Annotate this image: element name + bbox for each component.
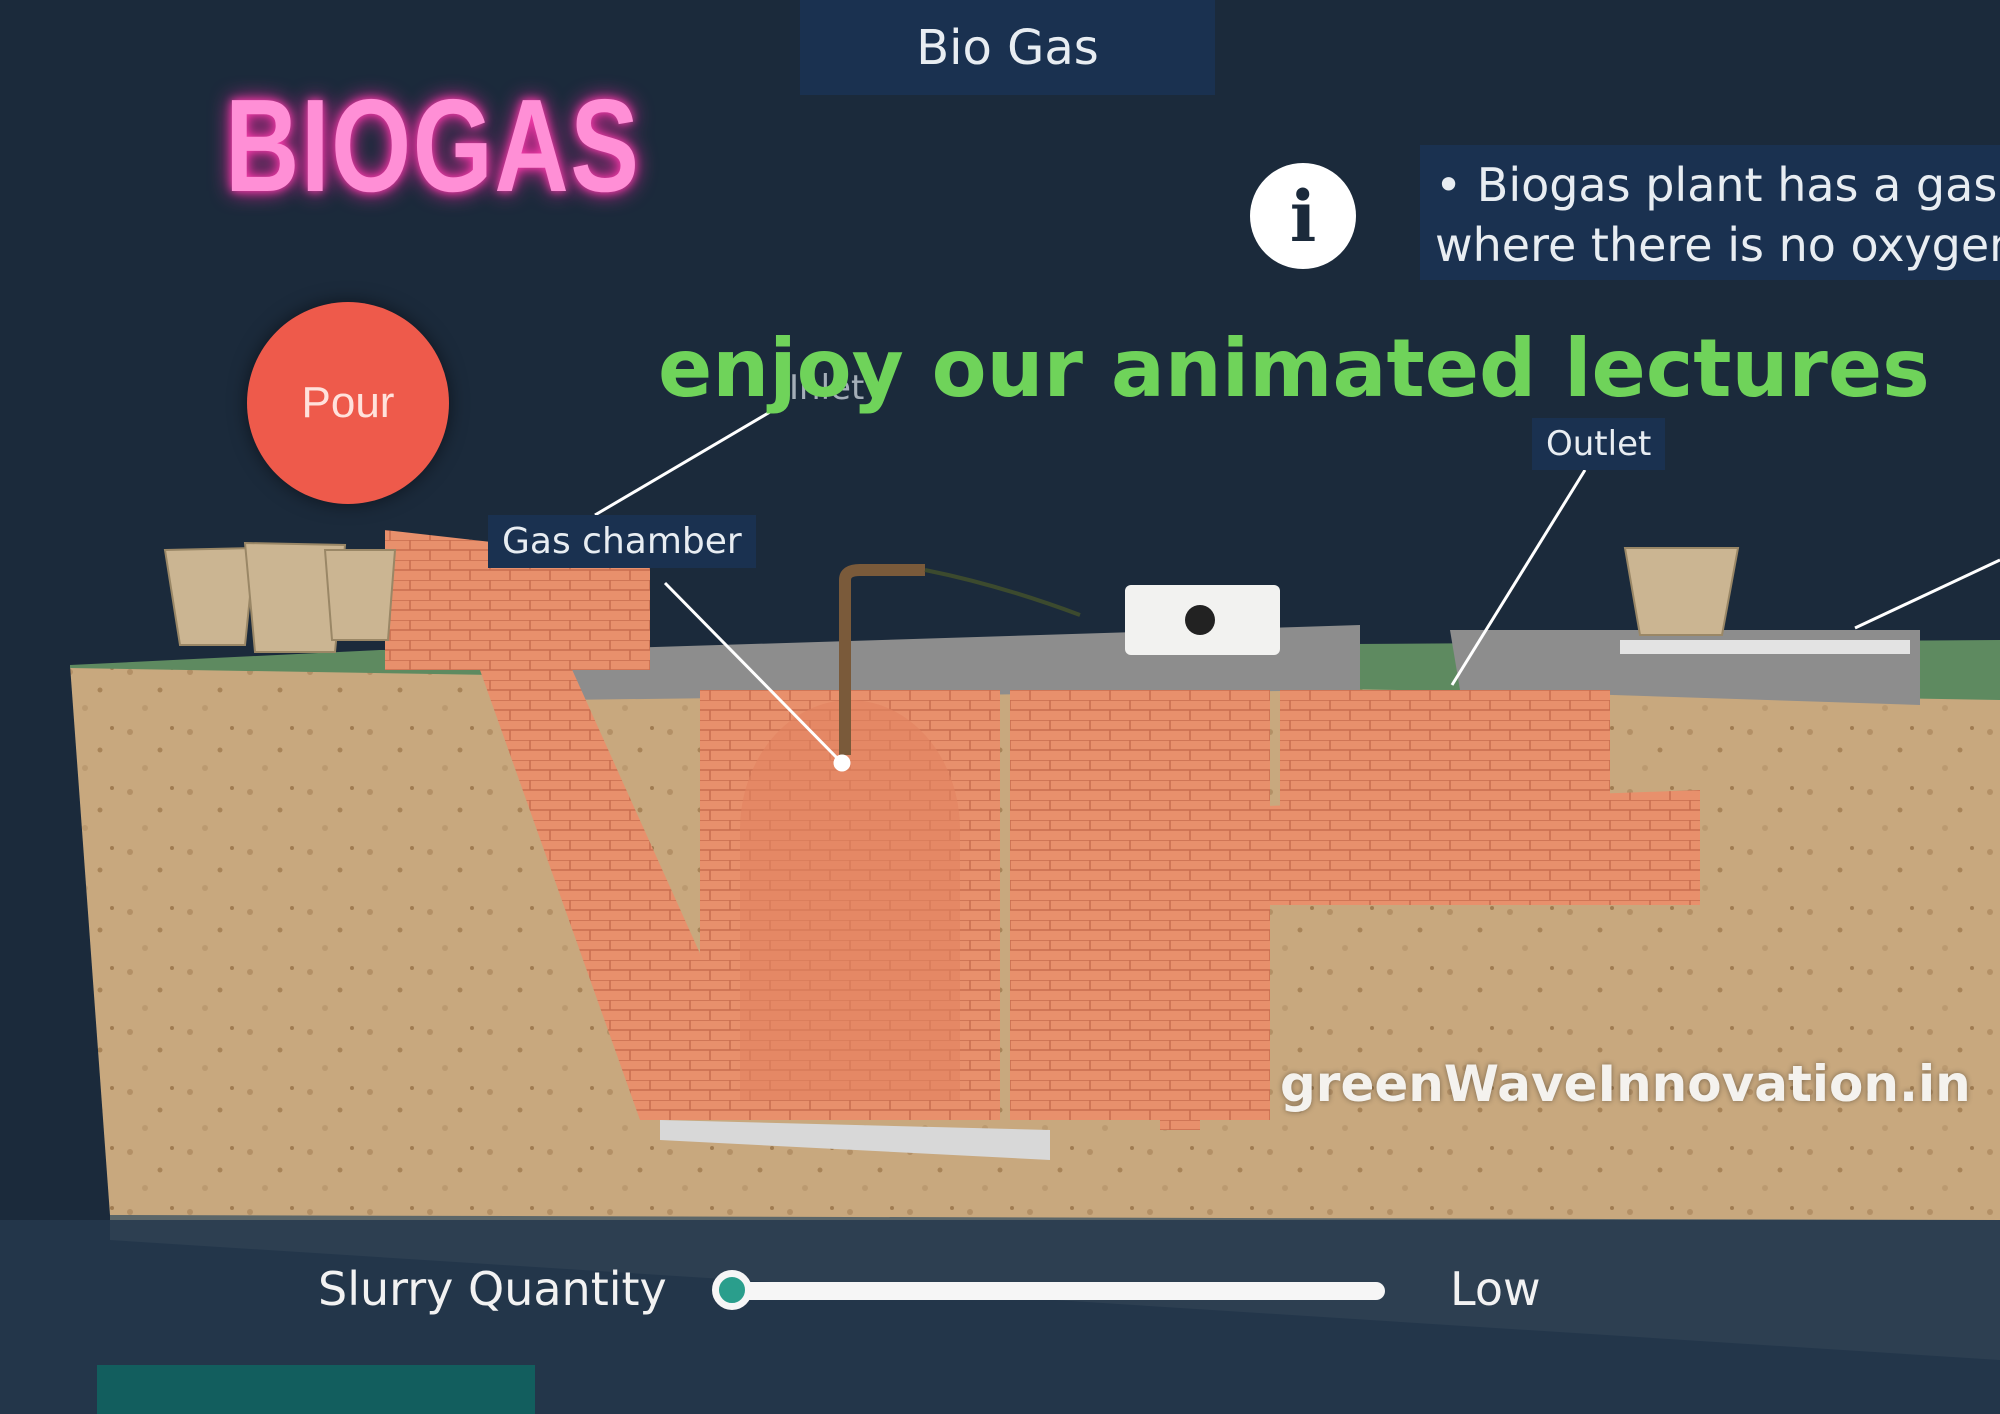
info-line-1: • Biogas plant has a gas xyxy=(1435,158,1998,212)
pour-button[interactable]: Pour xyxy=(247,302,449,504)
outlet-label: Outlet xyxy=(1532,418,1666,470)
inlet-arrow xyxy=(594,410,771,517)
digester-base xyxy=(660,1120,1050,1160)
slurry-slider-track[interactable] xyxy=(725,1282,1385,1300)
gas-chamber-arrow xyxy=(663,581,844,765)
slurry-quantity-label: Slurry Quantity xyxy=(318,1262,667,1316)
outlet-tank xyxy=(1280,690,1610,840)
gas-pipe xyxy=(839,564,925,755)
info-icon[interactable]: i xyxy=(1250,163,1356,269)
bottom-tab[interactable] xyxy=(97,1365,535,1414)
slurry-level-label: Low xyxy=(1450,1262,1541,1316)
brand-title: BIOGAS xyxy=(225,72,641,219)
page-title-tab: Bio Gas xyxy=(800,0,1215,95)
info-text-panel: • Biogas plant has a gas where there is … xyxy=(1420,145,2000,280)
website-watermark: greenWaveInnovation.in xyxy=(1280,1055,1971,1113)
gas-chamber-label: Gas chamber xyxy=(488,515,756,568)
inlet-pipe xyxy=(480,665,730,1120)
outlet-arrow xyxy=(1450,469,1587,686)
lecture-banner: enjoy our animated lectures xyxy=(658,322,1930,415)
buckets-left xyxy=(163,541,397,653)
plank xyxy=(1620,640,1910,654)
outlet-channel xyxy=(1160,790,1700,1130)
inlet-label: Inlet xyxy=(789,368,865,408)
plank-arrow xyxy=(1854,558,2000,630)
slurry-slider-thumb[interactable] xyxy=(712,1270,752,1310)
info-line-2: where there is no oxygen xyxy=(1435,218,2000,272)
bucket-right xyxy=(1623,547,1740,636)
